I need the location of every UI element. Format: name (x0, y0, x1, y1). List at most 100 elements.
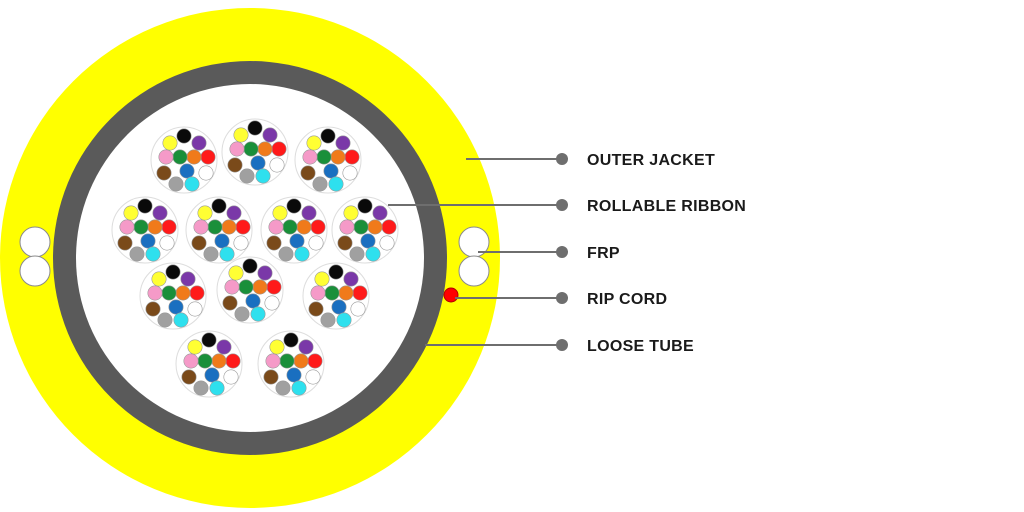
rollable-ribbon-bundle (302, 262, 370, 330)
fiber (328, 264, 344, 280)
fiber (145, 301, 161, 317)
fiber (168, 176, 184, 192)
fiber (275, 380, 291, 396)
fiber (349, 246, 365, 262)
frp-rod-left-bottom (19, 255, 51, 287)
fiber (165, 264, 181, 280)
fiber (239, 168, 255, 184)
fiber (156, 165, 172, 181)
fiber (310, 219, 326, 235)
fiber (381, 219, 397, 235)
fiber (187, 339, 203, 355)
rollable-ribbon-bundle (221, 118, 289, 186)
fiber (229, 141, 245, 157)
fiber (152, 205, 168, 221)
fiber (159, 235, 175, 251)
fiber (342, 165, 358, 181)
fiber (219, 246, 235, 262)
fiber (265, 353, 281, 369)
fiber (184, 176, 200, 192)
fiber (203, 246, 219, 262)
leader-dot-rollable-ribbon (556, 199, 568, 211)
fiber (186, 149, 202, 165)
fiber (305, 369, 321, 385)
fiber (147, 285, 163, 301)
fiber (302, 149, 318, 165)
fiber (140, 233, 156, 249)
fiber (193, 380, 209, 396)
fiber (227, 157, 243, 173)
fiber (228, 265, 244, 281)
frp-rods (19, 226, 490, 287)
fiber (269, 157, 285, 173)
rollable-ribbon-bundle (260, 196, 328, 264)
fiber (324, 285, 340, 301)
rollable-ribbon-bundles (111, 118, 399, 398)
fiber (238, 279, 254, 295)
fiber (247, 120, 263, 136)
fiber (257, 141, 273, 157)
fiber (183, 353, 199, 369)
fiber (193, 219, 209, 235)
fiber (283, 332, 299, 348)
fiber (176, 128, 192, 144)
fiber (255, 168, 271, 184)
rollable-ribbon-bundle (150, 126, 218, 194)
fiber (161, 285, 177, 301)
fiber (296, 219, 312, 235)
fiber (360, 233, 376, 249)
frp-rod-right-bottom (458, 255, 490, 287)
fiber (279, 353, 295, 369)
fiber (286, 367, 302, 383)
fiber (158, 149, 174, 165)
fiber (365, 246, 381, 262)
fiber (268, 219, 284, 235)
rollable-ribbon-bundle (257, 330, 325, 398)
rip-cord (443, 287, 459, 303)
fiber (162, 135, 178, 151)
fiber (117, 235, 133, 251)
fiber (282, 219, 298, 235)
fiber (234, 306, 250, 322)
fiber (187, 301, 203, 317)
fiber (294, 246, 310, 262)
fiber (252, 279, 268, 295)
fiber (223, 369, 239, 385)
fiber (250, 306, 266, 322)
fiber (225, 353, 241, 369)
fiber (344, 149, 360, 165)
fiber (269, 339, 285, 355)
fiber (357, 198, 373, 214)
fiber (339, 219, 355, 235)
fiber (262, 127, 278, 143)
fiber (243, 141, 259, 157)
fiber (173, 312, 189, 328)
fiber (337, 235, 353, 251)
rollable-ribbon-bundle (111, 196, 179, 264)
fiber (263, 369, 279, 385)
fiber (221, 219, 237, 235)
fiber (197, 353, 213, 369)
fiber (308, 301, 324, 317)
fiber (278, 246, 294, 262)
fiber (145, 246, 161, 262)
fiber (338, 285, 354, 301)
fiber (316, 149, 332, 165)
label-rip-cord: RIP CORD (587, 291, 667, 308)
fiber (330, 149, 346, 165)
fiber (320, 128, 336, 144)
fiber (233, 235, 249, 251)
fiber (312, 176, 328, 192)
fiber (235, 219, 251, 235)
fiber (272, 205, 288, 221)
frp-rod-left-top (19, 226, 51, 258)
fiber (306, 135, 322, 151)
rollable-ribbon-bundle (216, 256, 284, 324)
leader-dot-outer-jacket (556, 153, 568, 165)
fiber (343, 271, 359, 287)
fiber (301, 205, 317, 221)
fiber (175, 285, 191, 301)
fiber (314, 271, 330, 287)
fiber (331, 299, 347, 315)
rollable-ribbon-bundle (185, 196, 253, 264)
